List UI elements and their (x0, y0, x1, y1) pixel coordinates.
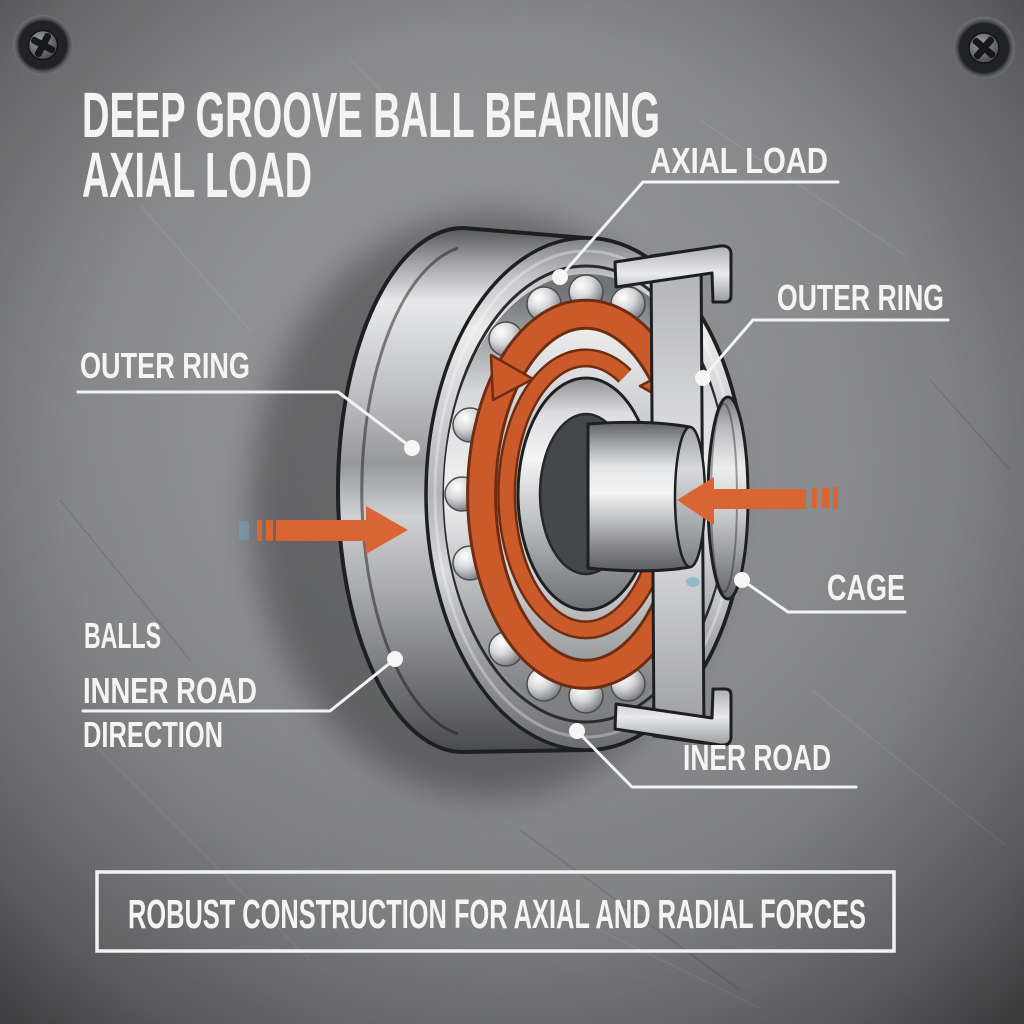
leader-dot (734, 572, 750, 588)
banner-frame (95, 870, 896, 953)
phillips-screw-icon (953, 17, 1015, 79)
label-inner-road: INNER ROAD (83, 670, 257, 711)
page-title-line1: DEEP GROOVE BALL BEARING (82, 79, 660, 151)
leader-dots (387, 269, 750, 739)
motion-dash (833, 487, 838, 509)
leader-outer-ring-right (701, 318, 950, 380)
label-balls: BALLS (84, 615, 161, 656)
bearing-illustration (250, 213, 750, 797)
cage-bracket-top (613, 244, 733, 304)
leader-dot (552, 269, 568, 285)
leader-iner-road (575, 729, 858, 789)
leader-dot (387, 651, 403, 667)
leader-outer-ring-left (76, 390, 414, 450)
phillips-screw-icon (13, 15, 73, 75)
label-cage: CAGE (827, 567, 905, 608)
label-outer-ring-left: OUTER RING (80, 345, 250, 386)
label-outer-ring-right: OUTER RING (777, 277, 944, 318)
axial-load-arrow-right (677, 477, 838, 525)
arrow-left-icon (677, 477, 806, 525)
leader-lines (76, 180, 950, 789)
leader-cage (740, 578, 907, 614)
label-direction: DIRECTION (83, 714, 223, 755)
leader-dot (404, 440, 420, 456)
leader-inner-road (81, 657, 397, 713)
bottom-banner: ROBUST CONSTRUCTION FOR AXIAL AND RADIAL… (95, 870, 896, 953)
page-title-line2: AXIAL LOAD (82, 139, 312, 211)
motion-dash (812, 488, 817, 508)
arrow-right-icon (276, 506, 408, 554)
leader-dot (695, 370, 711, 386)
motion-dash (266, 520, 273, 541)
paint-artifact (686, 577, 700, 587)
label-iner-road: INER ROAD (683, 737, 831, 778)
motion-dash (239, 521, 249, 540)
motion-dash (257, 520, 262, 541)
axial-load-arrow-left (239, 506, 408, 554)
motion-dash (822, 488, 829, 508)
leader-axial-load (558, 180, 840, 279)
banner-text: ROBUST CONSTRUCTION FOR AXIAL AND RADIAL… (128, 891, 866, 937)
label-axial-load: AXIAL LOAD (650, 140, 828, 181)
cage-bracket-bottom (613, 687, 733, 747)
rotation-arrowhead (489, 353, 535, 402)
outer-ring-wall-line (360, 246, 459, 736)
leader-dot (569, 723, 585, 739)
